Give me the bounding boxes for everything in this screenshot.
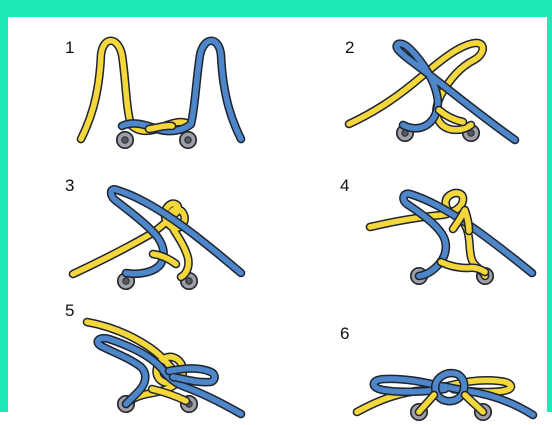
step-panel-6: 6	[340, 297, 552, 425]
eyelet-icon	[117, 132, 196, 148]
lace-illustration-6	[340, 297, 552, 425]
step-panel-4: 4	[340, 165, 552, 293]
shoelace-tying-diagram: 1 2	[0, 0, 552, 412]
step-panel-1: 1	[65, 37, 310, 165]
lace-illustration-5	[65, 297, 310, 425]
step-panel-5: 5	[65, 297, 310, 425]
step-panel-3: 3	[65, 165, 310, 293]
lace-illustration-2	[345, 37, 552, 165]
lace-illustration-3	[65, 165, 310, 293]
lace-illustration-4	[340, 165, 552, 293]
step-panel-2: 2	[345, 37, 552, 165]
lace-illustration-1	[65, 37, 310, 165]
